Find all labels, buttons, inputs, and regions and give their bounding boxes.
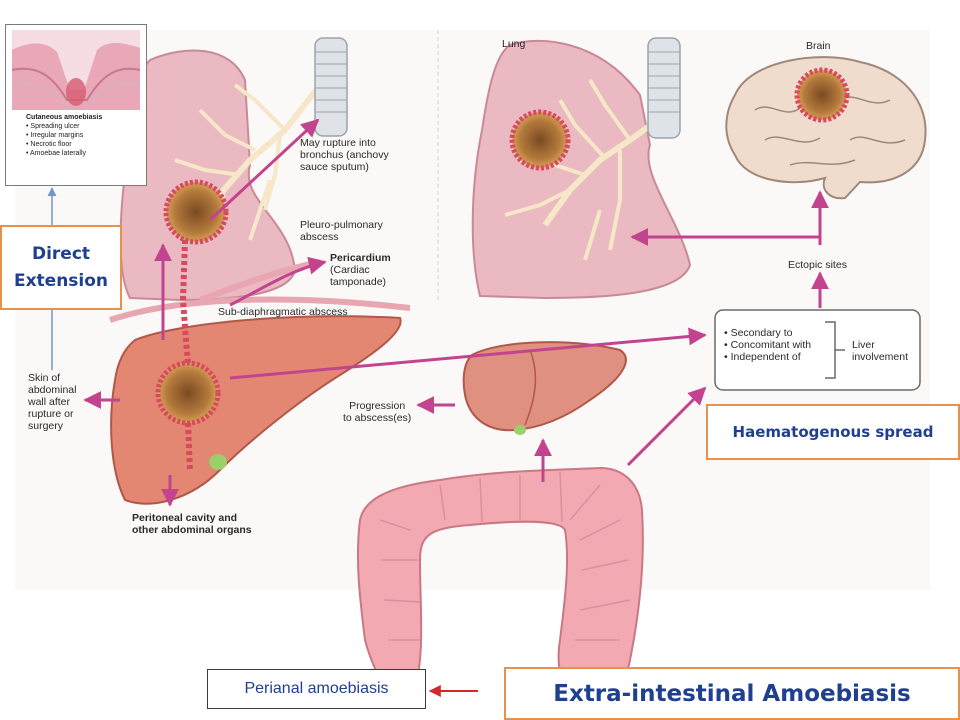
inset-bullet-4: • Amoebae laterally xyxy=(26,150,87,157)
label-pericardium: Pericardium (Cardiac tamponade) xyxy=(330,252,391,288)
page-title: Extra-intestinal Amoebiasis xyxy=(553,681,911,707)
direct-extension-line-1: Direct xyxy=(31,244,91,264)
liver-involvement-brace xyxy=(825,321,845,379)
label-rupture-line-3: sauce sputum) xyxy=(300,161,369,173)
cutaneous-inset: Cutaneous amoebiasis • Spreading ulcer •… xyxy=(5,24,147,186)
arrow-bowel-to-box xyxy=(626,386,707,467)
liver-involvement-line-2: involvement xyxy=(852,351,909,363)
label-pleuro-line-1: Pleuro-pulmonary xyxy=(300,219,383,231)
small-gall-bladder xyxy=(514,425,526,435)
label-progression-line-2: to abscess(es) xyxy=(343,412,412,424)
arrow-to-pericardium xyxy=(229,256,327,307)
label-subdiaphragm: Sub-diaphragmatic abscess xyxy=(218,306,348,318)
label-pericardium-line-2: (Cardiac xyxy=(330,264,370,276)
perianal-label: Perianal amoebiasis xyxy=(244,680,389,697)
brain xyxy=(725,56,927,200)
label-progression-line-1: Progression xyxy=(349,400,406,412)
haematogenous-callout: Haematogenous spread xyxy=(706,404,960,460)
label-peritoneal: Peritoneal cavity and other abdominal or… xyxy=(132,512,252,536)
label-pleuro-line-2: abscess xyxy=(300,231,339,243)
label-brain: Brain xyxy=(806,40,831,52)
arrow-to-bronchus xyxy=(208,118,320,222)
left-trachea xyxy=(314,37,348,137)
direct-extension-callout: Direct Extension xyxy=(0,225,122,310)
label-peritoneal-line-1: Peritoneal cavity and xyxy=(132,512,238,524)
liver-involvement-line-1: Liver xyxy=(852,339,875,351)
label-pericardium-line-3: tamponade) xyxy=(330,276,387,288)
label-rupture-line-2: bronchus (anchovy xyxy=(300,149,389,161)
lung-secondary-abscess xyxy=(509,109,571,171)
liver-list-item-2: • Concomitant with xyxy=(724,339,812,351)
diaphragm xyxy=(109,296,411,323)
inset-bullet-1: • Spreading ulcer xyxy=(26,123,80,130)
label-skin-line-2: abdominal xyxy=(28,384,77,396)
skin-ulcer-illustration xyxy=(12,30,140,110)
inset-heading: Cutaneous amoebiasis xyxy=(26,114,103,121)
label-ectopic: Ectopic sites xyxy=(788,259,847,271)
label-skin-line-5: surgery xyxy=(28,420,64,432)
label-progression: Progression to abscess(es) xyxy=(343,400,411,424)
inset-bullet-3: • Necrotic floor xyxy=(26,141,72,148)
label-skin-line-4: rupture or xyxy=(28,408,74,420)
arrow-liver-to-box xyxy=(229,327,707,380)
liver-list-item-3: • Independent of xyxy=(724,351,801,363)
label-rupture: May rupture into bronchus (anchovy sauce… xyxy=(300,137,389,173)
small-liver xyxy=(462,341,627,432)
direct-extension-line-2: Extension xyxy=(13,271,109,291)
label-skin-line-3: wall after xyxy=(28,396,71,408)
haematogenous-label: Haematogenous spread xyxy=(732,423,934,441)
label-liver-list: • Secondary to • Concomitant with • Inde… xyxy=(724,327,811,363)
title-box: Extra-intestinal Amoebiasis xyxy=(504,667,960,720)
pericardium-band xyxy=(198,259,321,303)
right-trachea xyxy=(647,37,681,139)
liver-list-item-1: • Secondary to xyxy=(724,327,793,339)
label-skin-line-1: Skin of xyxy=(28,372,61,384)
label-rupture-line-1: May rupture into xyxy=(300,137,376,149)
gall-bladder xyxy=(209,454,227,470)
label-lung: Lung xyxy=(502,38,526,50)
inset-bullet-2: • Irregular margins xyxy=(26,132,84,139)
label-peritoneal-line-2: other abdominal organs xyxy=(132,524,252,536)
large-bowel xyxy=(356,466,644,708)
liver-involvement-box xyxy=(714,309,921,391)
label-liver-involvement: Liver involvement xyxy=(852,339,908,363)
label-skin: Skin of abdominal wall after rupture or … xyxy=(28,372,76,432)
label-pericardium-line-1: Pericardium xyxy=(330,252,391,264)
lung-abscess xyxy=(163,179,229,245)
perianal-callout: Perianal amoebiasis xyxy=(207,669,426,709)
label-pleuro: Pleuro-pulmonary abscess xyxy=(300,219,383,243)
brain-abscess xyxy=(794,67,850,123)
liver-abscess xyxy=(155,360,221,426)
sinus-tract xyxy=(179,239,193,471)
